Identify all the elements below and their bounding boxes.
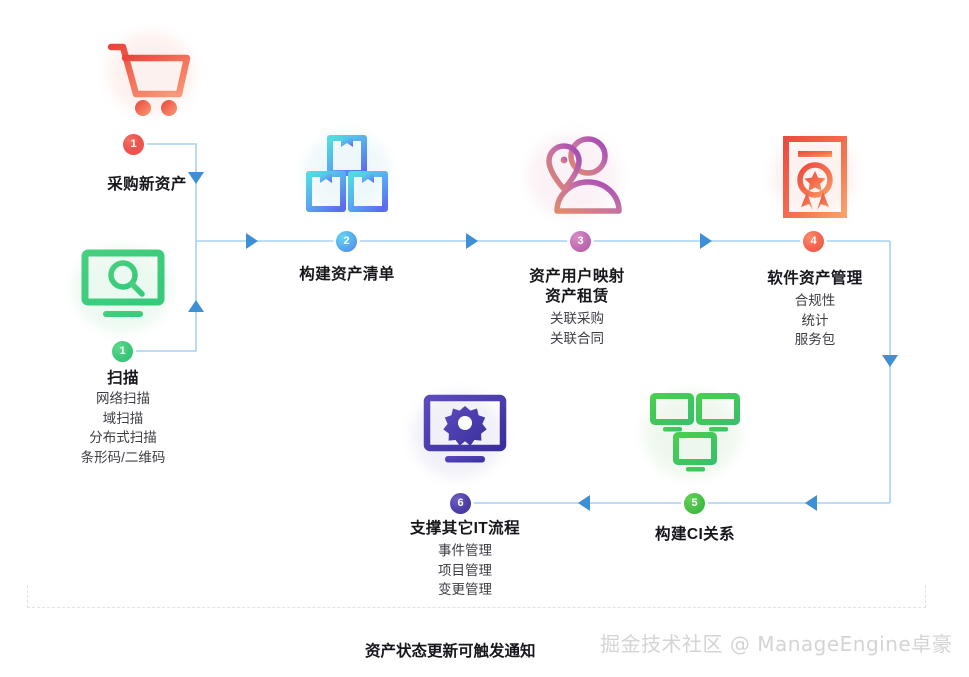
node-software-asset-sub-2: 服务包	[794, 332, 836, 347]
dashed-border-left	[27, 585, 28, 608]
badge-user-mapping: 3	[570, 231, 591, 252]
node-software-asset[interactable]: 软件资产管理 合规性 统计 服务包	[718, 134, 912, 350]
node-scan-sub-2: 分布式扫描	[89, 430, 157, 445]
badge-it-process: 6	[450, 493, 471, 514]
node-software-asset-title: 软件资产管理	[767, 270, 863, 287]
node-user-mapping-sub-0: 关联采购	[550, 311, 604, 326]
dashed-border-right	[925, 585, 926, 608]
node-it-process-sub-0: 事件管理	[438, 543, 492, 558]
node-purchase[interactable]: 采购新资产	[52, 32, 242, 195]
monitor-search-icon	[30, 246, 216, 327]
monitor-gear-icon	[370, 392, 560, 477]
node-it-process[interactable]: 支撑其它IT流程 事件管理 项目管理 变更管理	[370, 392, 560, 600]
node-user-mapping-title2: 资产租赁	[545, 288, 609, 305]
node-user-mapping[interactable]: 资产用户映射 资产租赁 关联采购 关联合同	[482, 134, 672, 348]
dashed-divider	[27, 607, 926, 608]
certificate-award-icon	[718, 134, 912, 225]
node-purchase-title: 采购新资产	[107, 176, 187, 193]
node-user-mapping-sub-1: 关联合同	[550, 330, 604, 346]
monitors-network-icon	[600, 390, 790, 483]
node-scan-title: 扫描	[107, 370, 139, 387]
node-ci-relations-title: 构建CI关系	[655, 526, 735, 543]
badge-inventory: 2	[336, 231, 357, 252]
node-inventory-title: 构建资产清单	[299, 266, 395, 283]
node-software-asset-sub-1: 统计	[801, 312, 829, 328]
node-scan-sub-0: 网络扫描	[96, 391, 150, 406]
node-scan[interactable]: 扫描 网络扫描 域扫描 分布式扫描 条形码/二维码	[30, 246, 216, 467]
footnote-text: 资产状态更新可触发通知	[365, 643, 536, 660]
node-user-mapping-title: 资产用户映射	[529, 268, 625, 285]
shopping-cart-icon	[52, 32, 242, 133]
node-it-process-title: 支撑其它IT流程	[410, 520, 520, 537]
node-software-asset-sub-0: 合规性	[794, 293, 836, 308]
boxes-icon	[252, 132, 442, 223]
node-scan-sub-1: 域扫描	[102, 410, 144, 426]
watermark-text: 掘金技术社区 @ ManageEngine卓豪	[600, 632, 953, 656]
node-scan-sub-3: 条形码/二维码	[80, 449, 166, 465]
badge-scan: 1	[112, 341, 133, 362]
node-inventory[interactable]: 构建资产清单	[252, 132, 442, 285]
node-it-process-sub-1: 项目管理	[438, 562, 492, 578]
badge-software-asset: 4	[803, 231, 824, 252]
node-ci-relations[interactable]: 构建CI关系	[600, 390, 790, 545]
node-it-process-sub-2: 变更管理	[438, 582, 492, 597]
badge-purchase: 1	[123, 134, 144, 155]
user-location-icon	[482, 134, 672, 223]
badge-ci-relations: 5	[684, 493, 705, 514]
